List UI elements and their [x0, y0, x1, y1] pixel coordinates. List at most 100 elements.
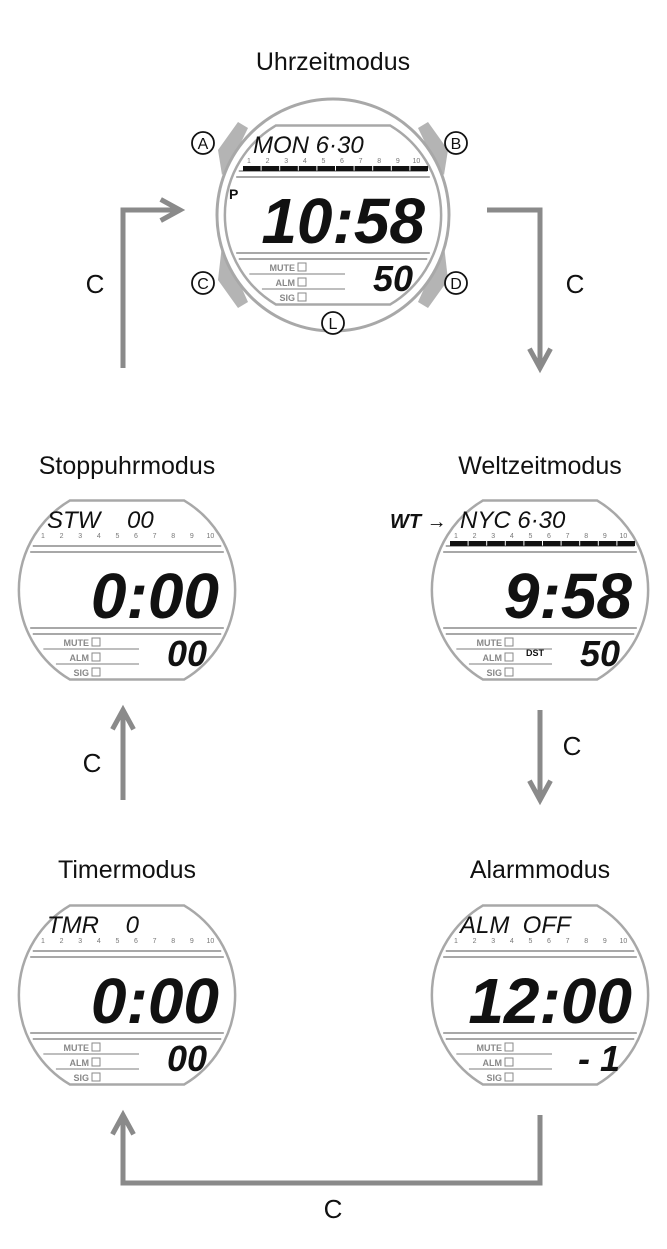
button-letter: C	[197, 276, 209, 293]
progress-segment	[410, 166, 428, 171]
tick-label: 3	[284, 158, 288, 165]
tick-label: 7	[153, 533, 157, 540]
tick-label: 4	[97, 533, 101, 540]
main-time-display: 9:58	[504, 560, 633, 632]
progress-segment	[243, 166, 261, 171]
world-time-mode-face	[430, 499, 650, 681]
button-letter: B	[451, 136, 462, 153]
alarm-mode-title: Alarmmodus	[470, 856, 610, 884]
indicator-mute: MUTE	[477, 638, 503, 648]
progress-segment	[336, 166, 354, 171]
button-guard	[218, 122, 248, 175]
button-d[interactable]: D	[444, 271, 468, 295]
progress-segment	[524, 541, 542, 546]
indicator-alm: ALM	[483, 653, 503, 663]
progress-segment	[298, 166, 317, 171]
indicator-sig: SIG	[486, 668, 502, 678]
indicator-sig: SIG	[279, 293, 295, 303]
indicator-mute: MUTE	[477, 1043, 503, 1053]
indicator-box	[504, 652, 514, 662]
progress-segment	[580, 541, 598, 546]
indicator-sig: SIG	[73, 668, 89, 678]
indicator-sig: SIG	[73, 1073, 89, 1083]
indicator-box	[91, 1042, 101, 1052]
top-row-display: NYC 6·30	[460, 507, 566, 534]
top-row-display: ALM OFF	[458, 912, 572, 939]
indicator-mute: MUTE	[64, 1043, 90, 1053]
button-a[interactable]: A	[191, 131, 215, 155]
world-time-mode-title: Weltzeitmodus	[458, 452, 622, 480]
tick-label: 8	[584, 938, 588, 945]
indicator-box	[91, 1057, 101, 1067]
progress-segment	[373, 166, 391, 171]
progress-segment	[261, 166, 280, 171]
top-row-display: MON 6·30	[253, 132, 364, 159]
tick-label: 7	[153, 938, 157, 945]
tick-label: 6	[340, 158, 344, 165]
indicator-box	[297, 262, 307, 272]
stopwatch-mode-title: Stoppuhrmodus	[39, 452, 216, 480]
tick-label: 1	[454, 938, 458, 945]
progress-segment	[505, 541, 524, 546]
top-row-display: TMR 0	[47, 912, 140, 939]
progress-segment	[468, 541, 487, 546]
progress-segment	[391, 166, 410, 171]
indicator-box	[504, 1042, 514, 1052]
indicator-box	[91, 652, 101, 662]
seconds-display: 00	[167, 633, 207, 674]
arrow-line	[120, 1115, 543, 1186]
progress-segment	[354, 166, 373, 171]
main-time-display: 12:00	[468, 965, 632, 1037]
button-letter: D	[450, 276, 462, 293]
tick-label: 4	[303, 158, 307, 165]
arrow-world-to-alarm	[527, 710, 553, 806]
main-time-display: 10:58	[261, 185, 425, 257]
indicator-alm: ALM	[276, 278, 296, 288]
indicator-box	[91, 667, 101, 677]
progress-segment	[561, 541, 580, 546]
progress-segment	[598, 541, 617, 546]
tick-label: 5	[528, 533, 532, 540]
tick-label: 2	[266, 158, 270, 165]
progress-segment	[450, 541, 468, 546]
tick-label: 8	[171, 533, 175, 540]
timer-mode-face	[17, 904, 237, 1086]
button-b[interactable]: B	[444, 131, 468, 155]
indicator-box	[297, 277, 307, 287]
tick-label: 4	[97, 938, 101, 945]
seconds-display: 50	[373, 258, 413, 299]
seconds-display: - 1	[578, 1038, 620, 1079]
indicator-box	[504, 1057, 514, 1067]
tick-label: 8	[171, 938, 175, 945]
arrow-label-c: C	[566, 269, 585, 299]
tick-label: 5	[528, 938, 532, 945]
tick-label: 6	[547, 533, 551, 540]
tick-label: 1	[41, 533, 45, 540]
indicator-box	[91, 637, 101, 647]
arrow-time-to-world	[487, 207, 553, 374]
indicator-box	[504, 637, 514, 647]
tick-label: 4	[510, 938, 514, 945]
dst-indicator: DST	[526, 648, 545, 658]
button-c[interactable]: C	[191, 271, 215, 295]
tick-label: 10	[620, 533, 628, 540]
timer-mode-title: Timermodus	[58, 856, 196, 884]
tick-label: 3	[78, 533, 82, 540]
arrowhead-icon	[159, 197, 186, 223]
tick-label: 3	[78, 938, 82, 945]
tick-label: 4	[510, 533, 514, 540]
arrowhead-icon	[110, 704, 136, 731]
indicator-alm: ALM	[70, 1058, 90, 1068]
button-l[interactable]: L	[321, 311, 345, 335]
tick-label: 10	[413, 158, 421, 165]
arrowhead-icon	[527, 779, 553, 806]
button-letter: L	[329, 316, 338, 333]
tick-label: 10	[620, 938, 628, 945]
indicator-mute: MUTE	[270, 263, 296, 273]
button-guard	[418, 122, 448, 175]
seconds-display: 50	[580, 633, 620, 674]
indicator-box	[297, 292, 307, 302]
indicator-box	[504, 1072, 514, 1082]
tick-label: 1	[41, 938, 45, 945]
